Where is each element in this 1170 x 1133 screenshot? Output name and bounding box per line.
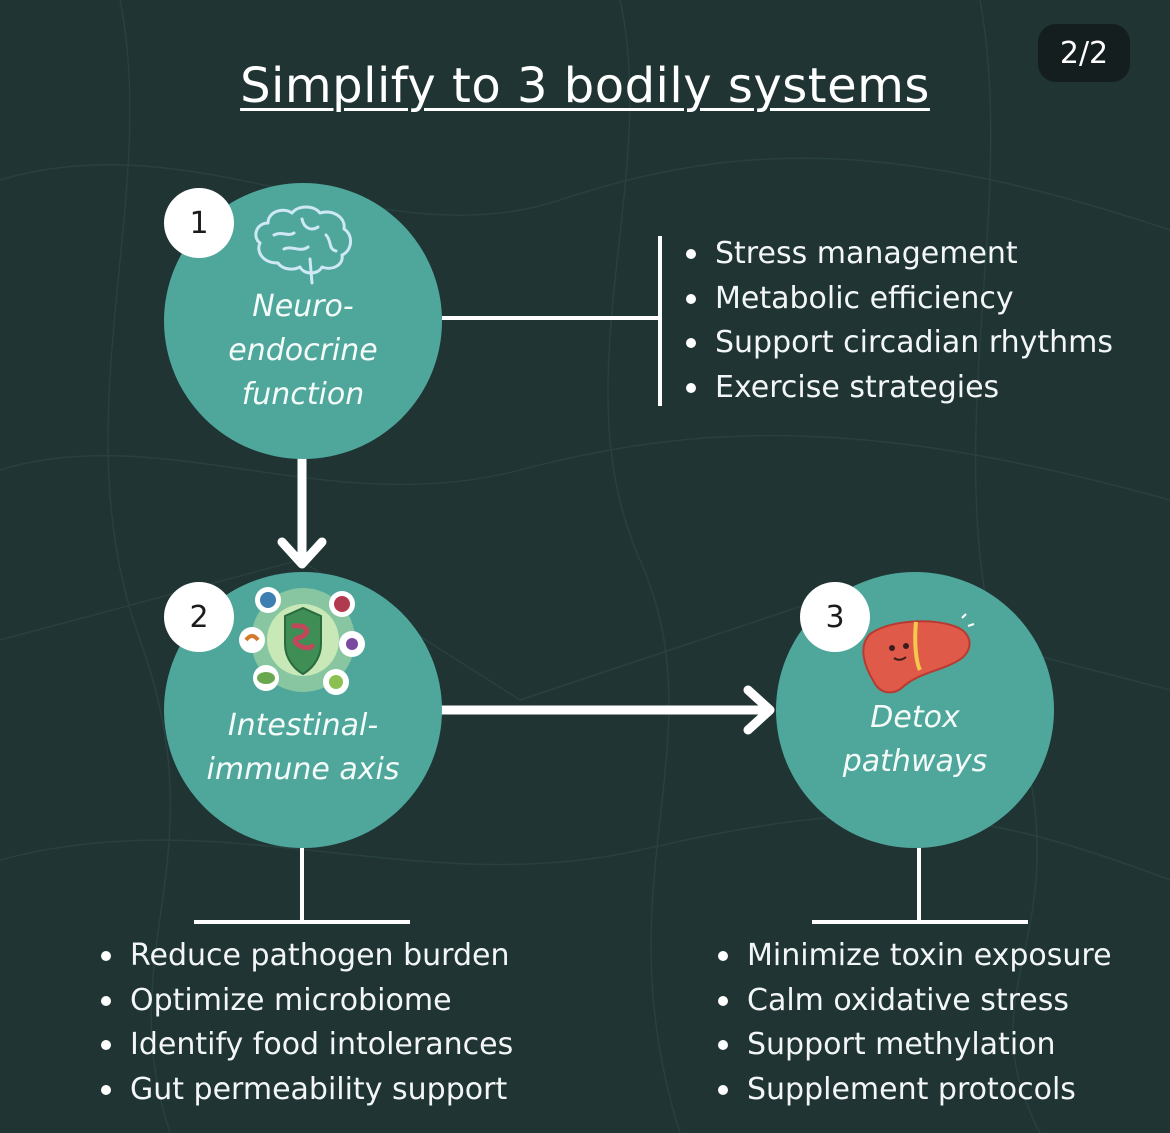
brain-icon [254, 205, 352, 285]
list-item: Stress management [686, 232, 1113, 277]
liver-icon [862, 613, 975, 694]
list-item: Supplement protocols [718, 1068, 1112, 1113]
node-3-label: Detox pathways [842, 700, 988, 779]
list-item: Metabolic efficiency [686, 277, 1113, 322]
bullet-text: Calm oxidative stress [747, 982, 1070, 1018]
list-item: Gut permeability support [101, 1068, 513, 1113]
arrow-node-2-to-node-3 [437, 685, 775, 735]
page-counter: 2/2 [1038, 24, 1130, 82]
bullet-text: Exercise strategies [715, 369, 1000, 405]
bullet-dot [101, 1084, 111, 1095]
bullet-dot [718, 951, 728, 962]
arrow-node-1-to-node-2 [277, 453, 327, 569]
list-item: Support methylation [718, 1023, 1112, 1068]
bullet-dot [686, 293, 696, 304]
page-title: Simplify to 3 bodily systems [240, 58, 930, 114]
node-2-badge: 2 [164, 582, 234, 652]
bullet-dot [718, 1040, 728, 1051]
bullet-text: Optimize microbiome [130, 982, 452, 1018]
bullet-text: Metabolic efficiency [715, 280, 1014, 316]
bullet-dot [101, 1040, 111, 1051]
list-item: Optimize microbiome [101, 979, 513, 1024]
node-3-bullet-list: Minimize toxin exposure Calm oxidative s… [718, 934, 1112, 1112]
node-1-label: Neuro- endocrine function [228, 289, 378, 412]
node-2-label: Intestinal- immune axis [206, 708, 400, 787]
gut-immune-icon [239, 587, 365, 695]
node-1-badge: 1 [164, 188, 234, 258]
bullet-dot [101, 951, 111, 962]
bullet-text: Reduce pathogen burden [130, 938, 510, 973]
bullet-text: Supplement protocols [747, 1071, 1076, 1107]
bullet-text: Stress management [715, 236, 1018, 271]
bracket-node-1 [442, 236, 662, 406]
bullet-dot [686, 338, 696, 349]
list-item: Minimize toxin exposure [718, 934, 1112, 979]
bullet-dot [718, 995, 728, 1006]
list-item: Exercise strategies [686, 366, 1113, 411]
bullet-text: Identify food intolerances [130, 1027, 514, 1062]
node-3-badge: 3 [800, 582, 870, 652]
bullet-text: Minimize toxin exposure [747, 938, 1112, 973]
bracket-node-2 [194, 848, 410, 924]
node-1-bullet-list: Stress management Metabolic efficiency S… [686, 232, 1113, 410]
bullet-dot [718, 1084, 728, 1095]
list-item: Calm oxidative stress [718, 979, 1112, 1024]
bullet-text: Gut permeability support [130, 1071, 508, 1107]
node-2-bullet-list: Reduce pathogen burden Optimize microbio… [101, 934, 513, 1112]
list-item: Identify food intolerances [101, 1023, 513, 1068]
list-item: Support circadian rhythms [686, 321, 1113, 366]
bullet-dot [101, 995, 111, 1006]
bracket-node-3 [812, 848, 1028, 924]
bullet-text: Support circadian rhythms [715, 325, 1114, 360]
bullet-dot [686, 249, 696, 260]
bullet-text: Support methylation [747, 1027, 1056, 1062]
node-intestinal-immune: Intestinal- immune axis [164, 572, 442, 848]
bullet-dot [686, 382, 696, 393]
list-item: Reduce pathogen burden [101, 934, 513, 979]
